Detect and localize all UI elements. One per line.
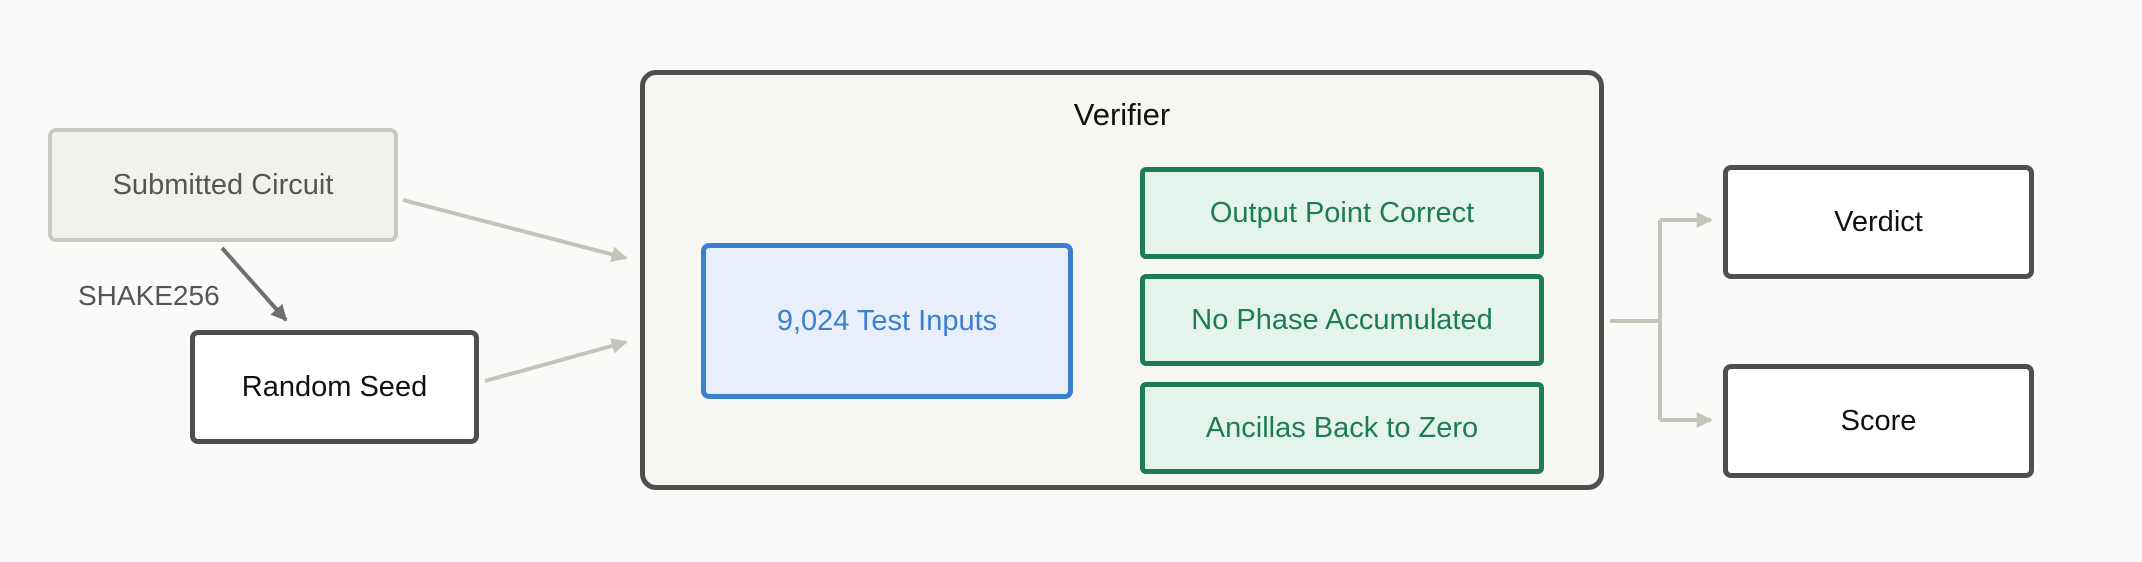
random-seed-label: Random Seed [241,370,428,403]
shake256-edge-label: SHAKE256 [78,280,220,311]
verifier-title: Verifier [1073,97,1171,132]
submitted-circuit-label: Submitted Circuit [112,168,334,201]
arrow-seed-to-verifier [484,338,628,383]
check-ancillas-back-to-zero: Ancillas Back to Zero [1140,382,1544,474]
check-label: Ancillas Back to Zero [1205,411,1479,444]
connector-verifier-branch [1610,220,1662,420]
arrow-circuit-to-verifier [402,198,628,263]
verdict-node: Verdict [1723,165,2034,279]
check-label: No Phase Accumulated [1191,303,1493,336]
test-inputs-label: 9,024 Test Inputs [776,304,998,337]
test-inputs-node: 9,024 Test Inputs [701,243,1073,399]
score-label: Score [1840,404,1917,437]
check-label: Output Point Correct [1209,196,1475,229]
random-seed-node: Random Seed [190,330,479,444]
arrow-circuit-to-seed [220,246,288,322]
verdict-label: Verdict [1834,205,1923,238]
score-node: Score [1723,364,2034,478]
check-no-phase-accumulated: No Phase Accumulated [1140,274,1544,366]
submitted-circuit-node: Submitted Circuit [48,128,398,242]
check-output-point-correct: Output Point Correct [1140,167,1544,259]
